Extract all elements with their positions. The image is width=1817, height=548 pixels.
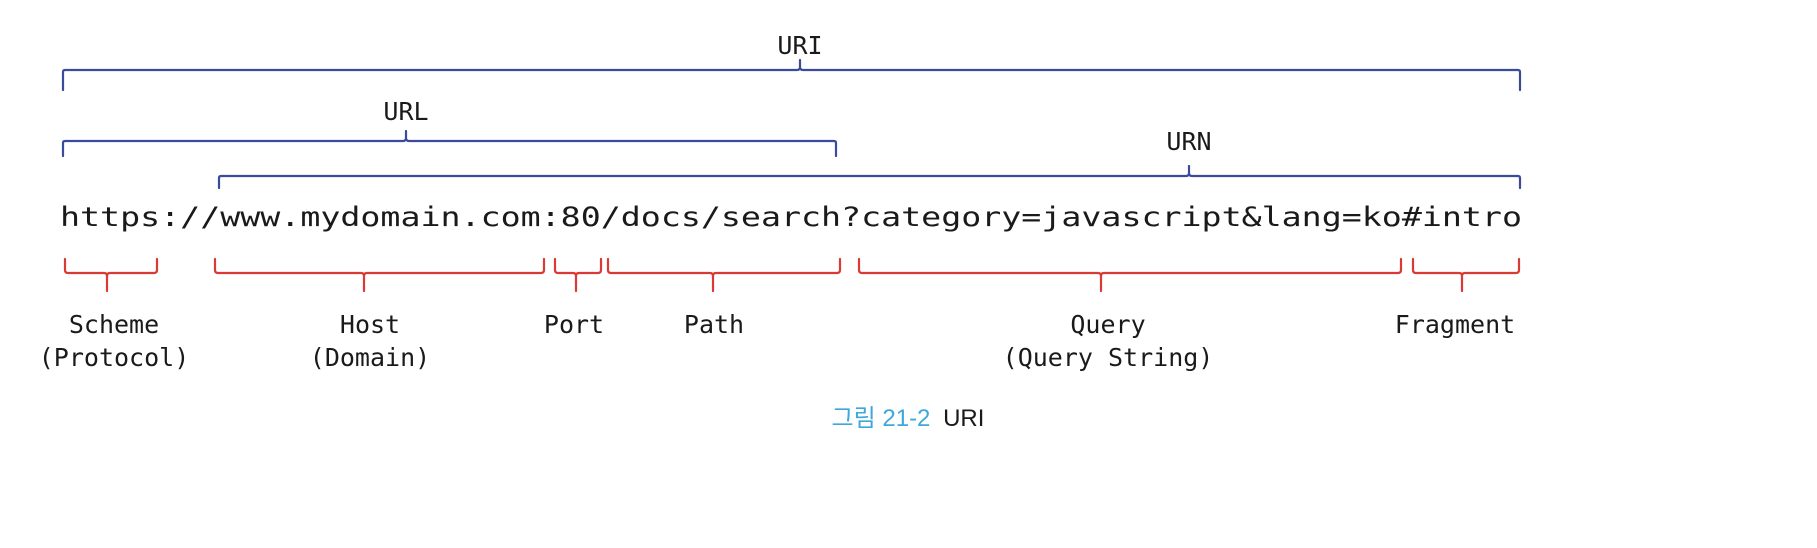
figure-title: URI	[943, 405, 984, 432]
url-label: URL	[383, 97, 428, 126]
scheme-label: Scheme	[69, 310, 159, 339]
host-bracket	[213, 257, 546, 293]
query-label: Query	[1070, 310, 1145, 339]
figure-number: 그림 21-2	[832, 405, 931, 432]
path-bracket	[606, 257, 842, 293]
fragment-label: Fragment	[1395, 310, 1515, 339]
fragment-bracket	[1411, 257, 1521, 293]
urn-label: URN	[1166, 127, 1211, 156]
host-label: Host	[340, 310, 400, 339]
url-string: https://www.mydomain.com:80/docs/search?…	[60, 202, 1522, 233]
host-sublabel: (Domain)	[310, 343, 430, 372]
path-label: Path	[684, 310, 744, 339]
scheme-bracket	[63, 257, 159, 293]
uri-label: URI	[777, 31, 822, 60]
uri-bracket	[61, 58, 1522, 92]
port-label: Port	[544, 310, 604, 339]
figure-caption: 그림 21-2 URI	[832, 405, 985, 432]
query-sublabel: (Query String)	[1003, 343, 1214, 372]
port-bracket	[553, 257, 603, 293]
url-bracket	[61, 129, 838, 158]
query-bracket	[857, 257, 1403, 293]
scheme-sublabel: (Protocol)	[39, 343, 190, 372]
urn-bracket	[217, 164, 1522, 190]
